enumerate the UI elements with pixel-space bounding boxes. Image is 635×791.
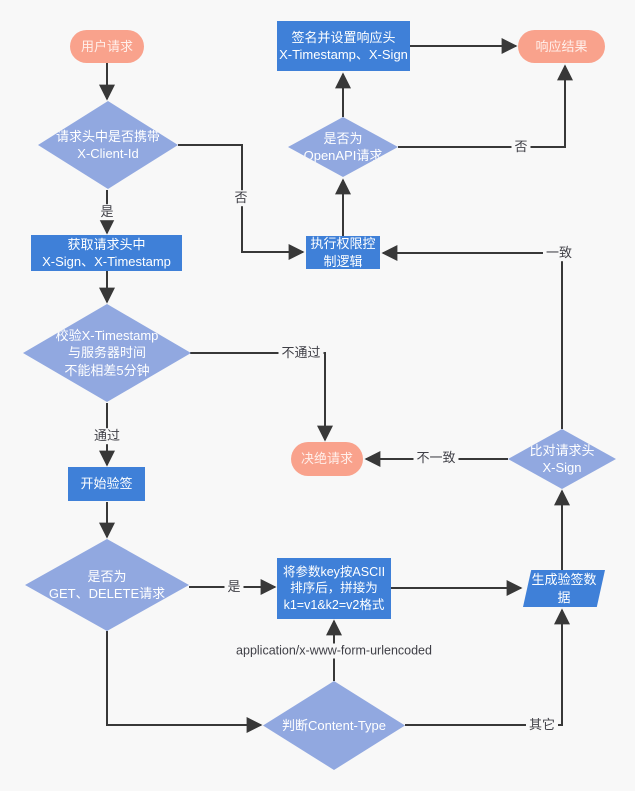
- node-get-headers: 获取请求头中 X-Sign、X-Timestamp: [31, 235, 182, 271]
- edge-compare-match: [381, 245, 563, 429]
- node-start-verify: 开始验签: [68, 467, 145, 501]
- edge-content-type-other: [405, 608, 570, 726]
- edge-label-yes-method: 是: [224, 579, 244, 595]
- edge-label-pass: 通过: [90, 428, 124, 444]
- edge-openapi-no: [398, 64, 573, 148]
- node-start: 用户请求: [70, 30, 144, 63]
- node-sign-response: 签名并设置响应头 X-Timestamp、X-Sign: [277, 21, 410, 71]
- edge-label-no-openapi: 否: [511, 139, 531, 155]
- edge-method-else-down: [106, 631, 263, 733]
- edge-label-content-type-form: application/x-www-form-urlencoded: [233, 643, 435, 659]
- node-sort-params: 将参数key按ASCII 排序后，拼接为 k1=v1&k2=v2格式: [277, 558, 391, 619]
- edge-label-match: 一致: [542, 245, 576, 261]
- edge-label-no-client-id: 否: [231, 190, 251, 206]
- node-respond: 响应结果: [518, 30, 605, 63]
- node-permission-logic: 执行权限控 制逻辑: [306, 236, 380, 269]
- edge-label-other: 其它: [525, 717, 559, 733]
- node-gen-sign-data: 生成验签数 据: [523, 570, 605, 607]
- edge-label-yes-client-id: 是: [97, 204, 117, 220]
- edge-label-not-match: 不一致: [413, 450, 459, 466]
- edge-timestamp-fail: [190, 352, 333, 442]
- edge-label-fail: 不通过: [278, 345, 324, 361]
- node-reject: 决绝请求: [291, 442, 363, 476]
